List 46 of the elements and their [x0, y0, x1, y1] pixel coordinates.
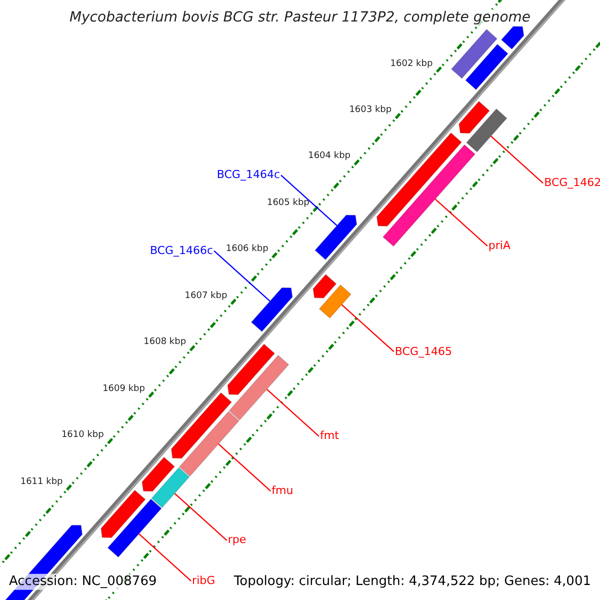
leader-line: [341, 304, 394, 352]
gene-feature: [318, 284, 352, 319]
gene-label: BCG_1466c: [150, 244, 214, 257]
gene-feature: [312, 274, 337, 298]
gene-feature: [107, 498, 162, 558]
scale-label: 1607 kbp: [184, 292, 228, 302]
gene-feature: [465, 44, 508, 90]
gene-feature: [376, 132, 462, 226]
gene-feature: [466, 108, 508, 152]
leader-line: [434, 198, 488, 247]
leader-line: [214, 250, 270, 302]
scale-label: 1602 kbp: [390, 60, 433, 70]
gene-feature: [458, 100, 490, 134]
leader-line: [138, 533, 192, 582]
gene-feature: [314, 214, 358, 260]
leader-line: [218, 444, 272, 492]
gene-label: fmu: [272, 484, 294, 498]
gene-feature: [151, 467, 190, 508]
gene-label: BCG_1465: [394, 346, 452, 358]
scale-label: 1611 kbp: [20, 478, 63, 488]
leader-line: [280, 174, 338, 226]
gene-label: fmt: [320, 430, 339, 442]
gene-feature: [142, 456, 176, 492]
gene-feature: [382, 144, 476, 247]
gene-label: priA: [488, 240, 510, 252]
gene-feature: [170, 392, 232, 459]
gene-label: ribG: [192, 574, 216, 587]
gene-feature: [450, 28, 498, 79]
gene-feature: [250, 287, 293, 332]
scale-label: 1603 kbp: [349, 106, 392, 116]
gene-label: BCG_1464c: [216, 169, 280, 182]
scale-label: 1605 kbp: [266, 198, 310, 209]
gene-feature: [227, 344, 276, 395]
scale-label: 1608 kbp: [144, 338, 186, 348]
scale-label: 1610 kbp: [61, 431, 104, 441]
gene-feature: [100, 490, 146, 538]
leader-line: [266, 388, 320, 437]
leader-line: [490, 136, 544, 184]
gene-feature: [228, 354, 290, 421]
leader-line: [174, 492, 228, 541]
scale-label: 1606 kbp: [226, 245, 268, 256]
scale-label: 1604 kbp: [308, 152, 350, 162]
gene-feature: [178, 410, 240, 477]
scale-label: 1609 kbp: [102, 384, 145, 395]
gene-label: BCG_1462: [544, 177, 600, 190]
gene-label: rpe: [228, 534, 246, 547]
